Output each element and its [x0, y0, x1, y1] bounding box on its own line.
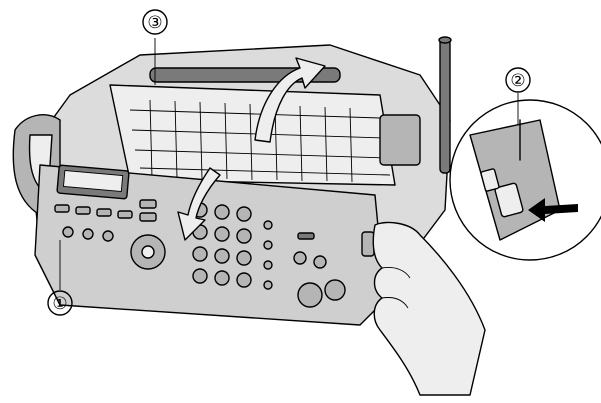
callout-1: ①: [47, 290, 73, 316]
close-arrow: [177, 167, 221, 241]
callout-3: ③: [142, 9, 168, 35]
callout-1-label: ①: [52, 294, 67, 313]
callout-2: ②: [505, 67, 531, 93]
antenna: [438, 36, 452, 174]
callout-2-label: ②: [510, 71, 525, 90]
open-arrow: [254, 57, 326, 143]
callout-3-label: ③: [147, 13, 162, 32]
control-panel: [34, 164, 386, 326]
magnified-inset: [449, 99, 601, 261]
callout-leaders: [59, 38, 519, 290]
hand: [372, 221, 486, 396]
